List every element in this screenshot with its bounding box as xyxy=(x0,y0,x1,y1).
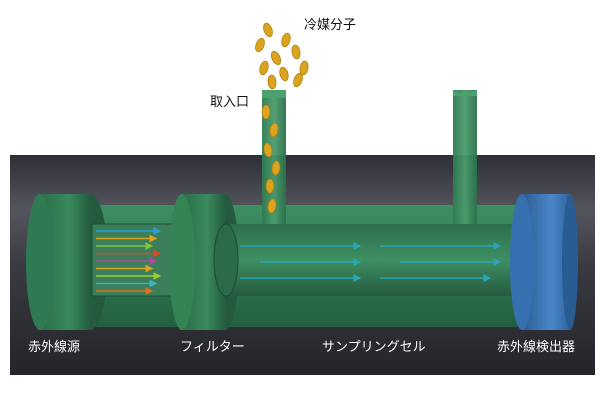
filtered-beam-arrows xyxy=(240,242,502,282)
refrigerant-molecule-icon xyxy=(267,198,277,214)
label-inlet: 取入口 xyxy=(210,95,250,110)
refrigerant-molecule-icon xyxy=(299,60,309,76)
refrigerant-molecule-icon xyxy=(255,37,265,53)
refrigerant-molecule-icon xyxy=(263,22,273,38)
refrigerant-molecule-icon xyxy=(293,72,303,88)
ir-detector-block xyxy=(510,194,578,330)
label-ir-source: 赤外線源 xyxy=(28,340,81,355)
label-sampling-cell: サンプリングセル xyxy=(322,340,426,355)
refrigerant-molecule-icon xyxy=(267,74,277,90)
outlet-pipe xyxy=(453,90,477,224)
refrigerant-molecule-icon xyxy=(261,104,271,120)
refrigerant-molecule-icon xyxy=(291,44,301,60)
refrigerant-molecule-icon xyxy=(281,32,291,48)
refrigerant-molecule-icon xyxy=(259,60,269,76)
refrigerant-molecule-icon xyxy=(263,142,273,158)
label-ir-detector: 赤外線検出器 xyxy=(497,340,576,355)
refrigerant-molecule-icon xyxy=(269,122,279,138)
refrigerant-molecule-icon xyxy=(265,178,275,194)
refrigerant-molecule-icon xyxy=(271,160,281,176)
source-chamber xyxy=(91,223,181,297)
label-refrigerant-molecules: 冷媒分子 xyxy=(304,18,357,33)
refrigerant-molecule-icon xyxy=(270,51,282,65)
refrigerant-molecule-icon xyxy=(279,66,289,82)
ir-source-block xyxy=(26,194,108,330)
infrared-beam-arrows xyxy=(96,227,162,295)
label-filter: フィルター xyxy=(180,340,245,355)
sampling-cell-block xyxy=(213,223,530,297)
refrigerant-molecules xyxy=(255,22,309,214)
